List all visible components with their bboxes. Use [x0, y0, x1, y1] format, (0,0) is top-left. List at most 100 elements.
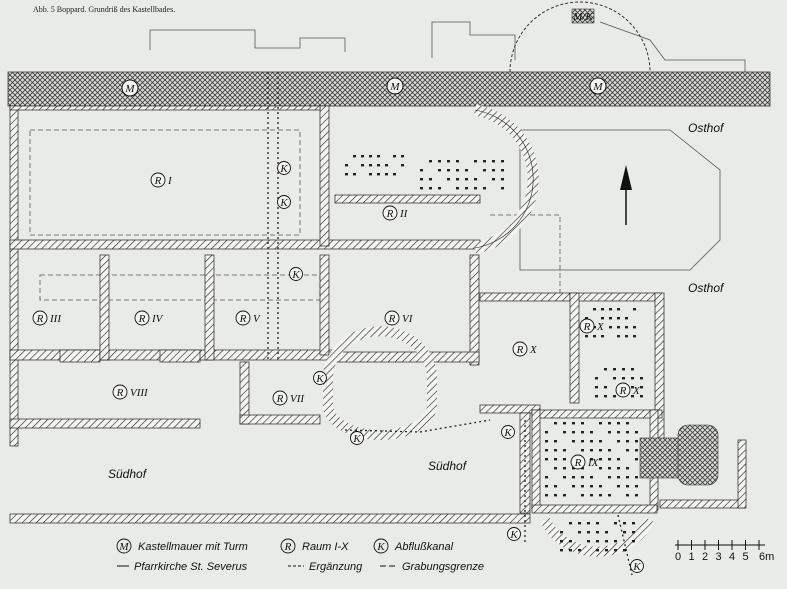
svg-text:K: K: [632, 561, 641, 573]
svg-text:K: K: [315, 373, 324, 385]
tower-mark-1: M: [121, 79, 139, 97]
apse-room-7: [323, 326, 437, 440]
canal-mark-4: K: [313, 371, 327, 385]
figure-caption: Abb. 5 Boppard. Grundriß des Kastellbade…: [33, 5, 176, 14]
drain-canals: [267, 72, 633, 576]
legend-line-excavation: Grabungsgrenze: [380, 561, 484, 573]
label-suedhof-1: Südhof: [108, 467, 148, 481]
svg-text:IV: IV: [151, 313, 164, 325]
svg-text:K: K: [509, 529, 518, 541]
svg-text:IX: IX: [587, 457, 600, 469]
svg-text:K: K: [376, 541, 385, 553]
svg-text:R: R: [284, 541, 292, 553]
legend-m: M Kastellmauer mit Turm: [116, 538, 248, 554]
svg-text:R: R: [583, 321, 591, 333]
room-label-6: R VI: [384, 310, 414, 326]
svg-text:VII: VII: [290, 393, 305, 405]
canal-mark-1: K: [277, 161, 291, 175]
svg-text:R: R: [386, 208, 394, 220]
svg-text:Pfarrkirche St. Severus: Pfarrkirche St. Severus: [134, 561, 248, 573]
svg-text:Abflußkanal: Abflußkanal: [394, 541, 454, 553]
svg-text:Raum I-X: Raum I-X: [302, 541, 349, 553]
tower-top-mark: [571, 8, 595, 24]
annex-9: [639, 437, 681, 479]
canal-mark-2: K: [277, 195, 291, 209]
svg-text:M: M: [592, 81, 603, 93]
scale-tick-3: 3: [715, 551, 721, 563]
tower-outline: [509, 1, 651, 73]
svg-text:R: R: [138, 313, 146, 325]
svg-text:R: R: [239, 313, 247, 325]
legend-k: K Abflußkanal: [373, 538, 454, 554]
svg-text:M: M: [124, 83, 135, 95]
scale-tick-5: 5: [742, 551, 748, 563]
scale-tick-0: 0: [675, 551, 681, 563]
label-osthof-2: Osthof: [688, 281, 725, 295]
svg-text:R: R: [388, 313, 396, 325]
svg-text:K: K: [352, 433, 361, 445]
tower-mark-3: M: [589, 77, 607, 95]
svg-text:M: M: [118, 541, 129, 553]
legend-line-church: Pfarrkirche St. Severus: [117, 561, 248, 573]
canal-mark-3: K: [289, 267, 303, 281]
svg-text:Ergänzung: Ergänzung: [309, 561, 363, 573]
scale-tick-2: 2: [702, 551, 708, 563]
room-label-4: R IV: [134, 310, 164, 326]
tower-mark-2: M: [386, 77, 404, 95]
svg-text:R: R: [116, 387, 124, 399]
canal-marks: K K K K K K K K: [277, 161, 644, 573]
label-osthof-1: Osthof: [688, 121, 725, 135]
room-label-8: R VIII: [112, 384, 149, 400]
apse-room-2: [473, 104, 539, 254]
canal-mark-6: K: [501, 425, 515, 439]
svg-text:Kastellmauer mit Turm: Kastellmauer mit Turm: [138, 541, 248, 553]
svg-text:R: R: [574, 457, 582, 469]
svg-text:III: III: [49, 313, 62, 325]
svg-text:X: X: [529, 344, 538, 356]
walls: [9, 105, 747, 524]
svg-text:R: R: [619, 385, 627, 397]
svg-text:K: K: [503, 427, 512, 439]
canal-mark-5: K: [350, 431, 364, 445]
svg-text:R: R: [36, 313, 44, 325]
church-outline: [29, 21, 746, 301]
canal-mark-8: K: [630, 559, 644, 573]
svg-text:R: R: [276, 393, 284, 405]
canal-mark-7: K: [507, 527, 521, 541]
legend-line-reconstruction: Ergänzung: [288, 561, 363, 573]
scale-tick-4: 4: [729, 551, 735, 563]
svg-text:K: K: [291, 269, 300, 281]
svg-text:M: M: [389, 81, 400, 93]
label-suedhof-2: Südhof: [428, 459, 468, 473]
svg-text:K: K: [279, 163, 288, 175]
room-label-2: R II: [382, 205, 409, 221]
room-label-3: R III: [32, 310, 62, 326]
scale-tick-6: 6m: [759, 551, 774, 563]
room-label-12: R IX: [570, 454, 600, 470]
label-tower-top: M/K: [572, 11, 593, 23]
north-arrow: [620, 165, 632, 225]
room-label-7: R VII: [272, 390, 305, 406]
apse-room-9: [540, 517, 655, 557]
legend: M Kastellmauer mit Turm R Raum I-X K Abf…: [116, 538, 484, 573]
svg-text:K: K: [279, 197, 288, 209]
annex-east: [677, 424, 719, 486]
svg-text:X: X: [632, 385, 641, 397]
svg-text:I: I: [167, 175, 173, 187]
svg-text:VIII: VIII: [130, 387, 149, 399]
svg-text:II: II: [399, 208, 409, 220]
svg-text:VI: VI: [402, 313, 414, 325]
svg-text:R: R: [154, 175, 162, 187]
scale-tick-1: 1: [688, 551, 694, 563]
svg-text:Grabungsgrenze: Grabungsgrenze: [402, 561, 484, 573]
svg-text:R: R: [516, 344, 524, 356]
